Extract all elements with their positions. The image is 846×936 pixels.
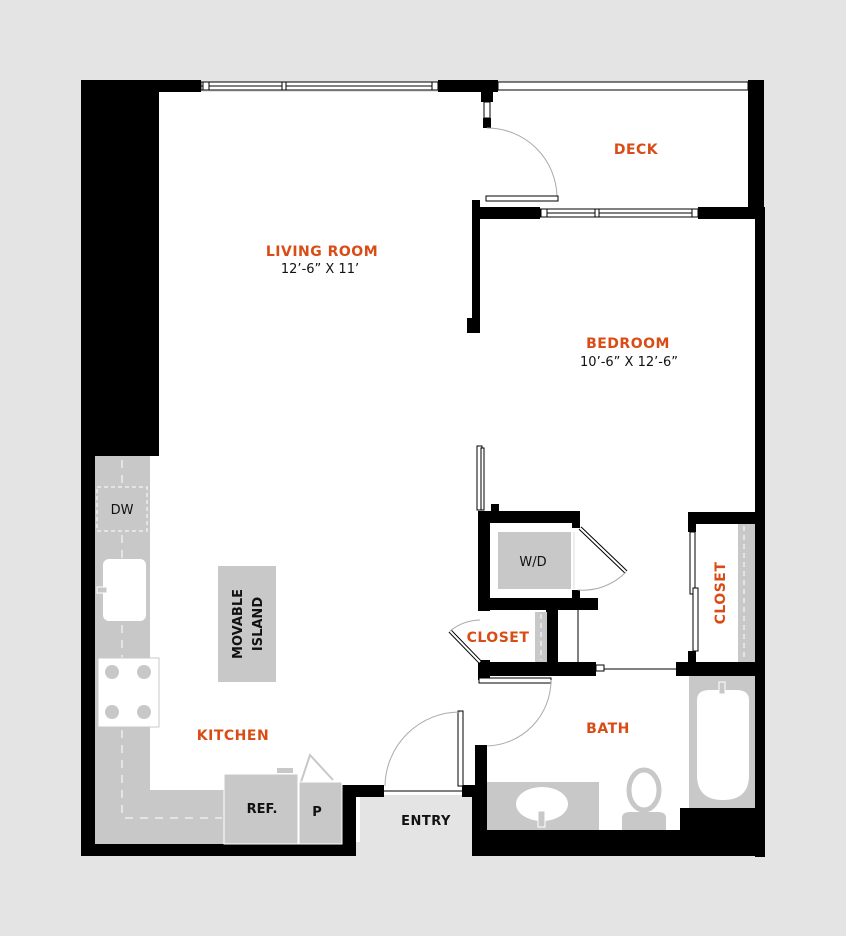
door-swing-wd: [577, 571, 627, 591]
door-pantry: [299, 753, 334, 786]
deck-label: DECK: [614, 142, 659, 158]
wall-wd-right-bottom: [572, 590, 580, 600]
window-deck-rail: [497, 81, 749, 91]
wall-wd-left: [478, 511, 490, 611]
toilet-tank: [622, 812, 666, 830]
wall-bath-southeast: [680, 808, 765, 838]
dishwasher: [96, 486, 148, 532]
washer-dryer-label: W/D: [519, 555, 546, 570]
bath-faucet: [537, 810, 546, 828]
wall-east: [755, 207, 765, 857]
burner: [137, 665, 151, 679]
burner: [137, 705, 151, 719]
tub-faucet: [718, 681, 726, 695]
wall-wd-top: [478, 511, 578, 523]
wall-wd-right-top: [572, 511, 580, 528]
kitchen-sink: [103, 559, 146, 621]
door-bath: [478, 677, 552, 684]
door-swing-closet-hall: [449, 619, 481, 632]
door-deck: [485, 195, 559, 202]
washer-dryer: [498, 532, 571, 589]
deck-door-jamb: [483, 101, 491, 119]
tub-basin: [697, 690, 749, 800]
wall-deck-post-end: [483, 118, 491, 128]
door-closet-bedroom-2: [692, 587, 699, 652]
wall-bedroom-north-left: [478, 207, 540, 219]
island-label-1: MOVABLE: [231, 589, 246, 659]
wall-closet-divider: [546, 608, 558, 668]
wall-west-lower: [81, 456, 95, 856]
living-room-label: LIVING ROOM: [266, 244, 378, 260]
living-room-dimensions: 12’-6” X 11’: [281, 262, 359, 277]
door-entry: [457, 710, 464, 787]
kitchen-counter: [95, 456, 225, 844]
wall-partition-end: [467, 318, 480, 333]
island-label-2: ISLAND: [251, 597, 266, 651]
toilet-bowl: [626, 767, 662, 813]
wall-deck-east: [748, 80, 764, 218]
fixtures: DW MOVABLE ISLAND REF. P W/D: [95, 456, 755, 845]
wall-bedroom-north-right: [698, 207, 764, 219]
wall-bath-north: [478, 662, 596, 676]
pantry-label: P: [312, 805, 322, 820]
closet-bedroom-label: CLOSET: [713, 562, 729, 625]
burner: [105, 665, 119, 679]
deck-floor: [498, 90, 746, 208]
wall-west-upper: [81, 80, 159, 456]
wall-deck-post: [481, 92, 493, 102]
wall-closet-bedroom-left-top: [688, 512, 696, 532]
wall-south-kitchen: [81, 842, 345, 856]
entry-floor: [355, 797, 475, 857]
wall-bath-north-right: [676, 662, 765, 676]
burner: [105, 705, 119, 719]
wall-wd-post: [491, 504, 499, 512]
wall-partition: [472, 200, 480, 333]
door-swing-deck: [486, 127, 558, 198]
dishwasher-label: DW: [111, 503, 134, 518]
wall-south-kitchen-jog: [342, 785, 356, 856]
bath-label: BATH: [586, 721, 630, 737]
bath-sink: [516, 787, 568, 821]
door-swing-bath: [486, 679, 552, 747]
doors: [299, 127, 699, 792]
refrigerator-label: REF.: [247, 802, 278, 817]
kitchen-label: KITCHEN: [197, 728, 269, 744]
closet-hall-label: CLOSET: [467, 630, 530, 646]
windows: [200, 81, 749, 218]
door-swing-entry: [384, 711, 461, 787]
wall-entry-right: [462, 785, 478, 797]
bedroom-label: BEDROOM: [586, 336, 670, 352]
wall-entry-left: [342, 785, 384, 797]
wall-closet-bedroom-top: [688, 512, 758, 524]
refrigerator: [223, 773, 299, 845]
movable-island: [218, 566, 276, 682]
fridge-handle: [277, 768, 293, 773]
door-closet-bedroom-1: [689, 531, 696, 595]
wall-bath-west-lower: [472, 795, 487, 855]
wall-north-mid: [438, 80, 498, 92]
sink-faucet: [96, 586, 108, 594]
wall-closet-bedroom-left-bottom: [688, 651, 696, 669]
bedroom-dimensions: 10’-6” X 12’-6”: [580, 355, 678, 370]
walls: [81, 80, 765, 857]
wall-north-left-stub: [81, 80, 201, 92]
closet-bedroom-shelf: [738, 524, 755, 662]
pantry: [298, 781, 343, 845]
entry-label: ENTRY: [401, 814, 451, 829]
labels: DECK LIVING ROOM 12’-6” X 11’ BEDROOM 10…: [197, 142, 729, 829]
wall-wd-bottom: [478, 598, 598, 610]
